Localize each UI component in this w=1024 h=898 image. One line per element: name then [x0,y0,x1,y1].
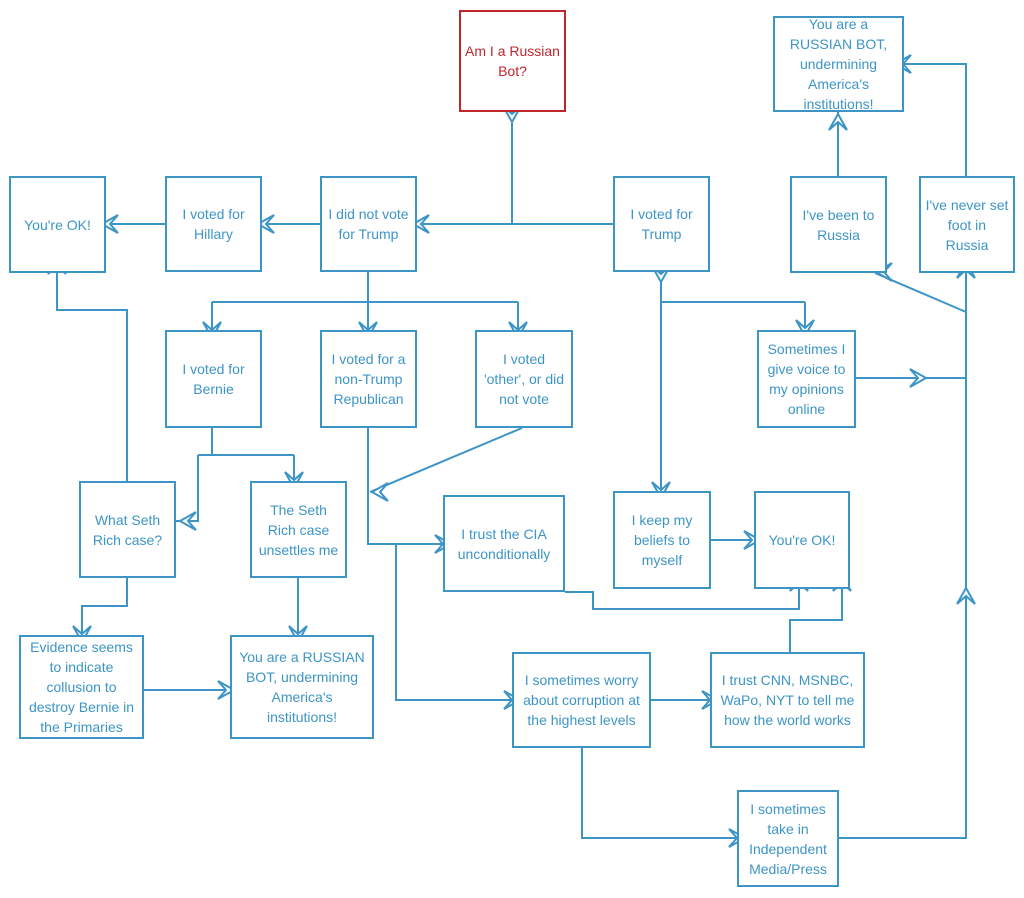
arrowhead-left [369,482,389,502]
node-ok-left: You're OK! [9,176,106,273]
node-trump: I voted for Trump [613,176,710,272]
node-not-trump: I did not vote for Trump [320,176,417,272]
node-hillary: I voted for Hillary [165,176,262,272]
connector-line [395,544,512,701]
node-russia-been: I've been to Russia [790,176,887,273]
arrowhead-up [828,111,848,131]
arrowhead-left [177,511,197,531]
arrowhead-right [743,530,763,550]
connector-line [81,578,128,635]
node-start: Am I a Russian Bot? [459,10,566,112]
node-russia-never: I've never set foot in Russia [919,176,1015,273]
arrowhead-down [795,319,815,339]
connector-line [56,273,128,481]
connector-line [581,748,737,839]
node-seth-unsettles: The Seth Rich case unsettles me [250,481,347,578]
node-bot-top: You are a RUSSIAN BOT, undermining Ameri… [773,16,904,112]
arrowhead-left [410,214,430,234]
node-independent: I sometimes take in Independent Media/Pr… [737,790,839,887]
arrowhead-down [651,481,671,501]
arrowhead-down [72,625,92,645]
node-other: I voted 'other', or did not vote [475,330,573,428]
connector-line [565,589,800,610]
arrowhead-up [956,585,976,605]
node-corruption: I sometimes worry about corruption at th… [512,652,651,748]
arrowhead-right [217,680,237,700]
connector-line [904,63,967,176]
arrowhead-right [909,368,929,388]
node-keep-beliefs: I keep my beliefs to myself [613,491,711,589]
arrowhead-down [284,471,304,491]
arrowhead-down [288,625,308,645]
node-ok-right: You're OK! [754,491,850,589]
node-non-trump-republican: I voted for a non-Trump Republican [320,330,417,428]
arrowhead-left [99,214,119,234]
connector-line [369,427,523,493]
node-voice: Sometimes I give voice to my opinions on… [757,330,856,428]
arrowhead-left [255,214,275,234]
node-bernie: I voted for Bernie [165,330,262,428]
connector-line [176,455,199,522]
node-bot-bottom: You are a RUSSIAN BOT, undermining Ameri… [230,635,374,739]
node-cnn: I trust CNN, MSNBC, WaPo, NYT to tell me… [710,652,865,748]
node-cia: I trust the CIA unconditionally [443,495,565,592]
connector-line [789,589,843,652]
node-evidence: Evidence seems to indicate collusion to … [19,635,144,739]
node-seth-what: What Seth Rich case? [79,481,176,578]
connector-line [367,428,443,545]
